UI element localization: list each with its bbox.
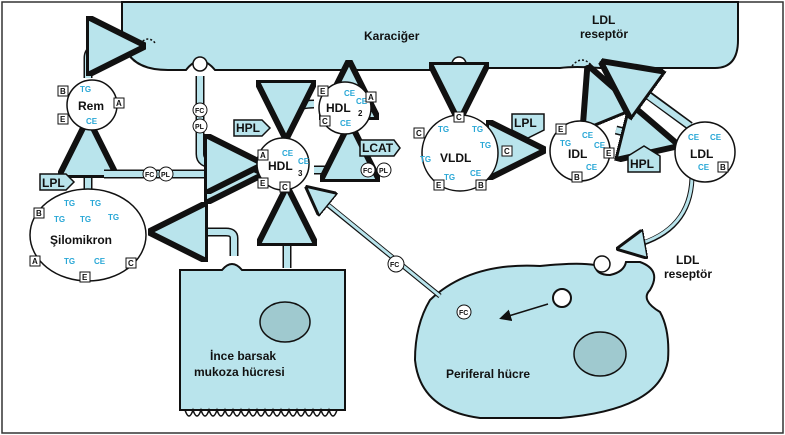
chylo-tg-5: TG: [108, 213, 119, 222]
idl-ce-1: CE: [582, 131, 594, 140]
idl-b: B: [574, 173, 580, 182]
hdl2-label: HDL: [326, 101, 351, 115]
vldl-tg-4: TG: [480, 141, 491, 150]
lpl-left-label: LPL: [42, 176, 65, 190]
chylo-tg-1: TG: [64, 199, 75, 208]
fc-lcat: FC: [363, 168, 372, 175]
lpl-right-label: LPL: [514, 116, 537, 130]
vldl-ce: CE: [470, 169, 482, 178]
hdl2-e: E: [320, 87, 326, 96]
vldl-c-right: C: [504, 147, 510, 156]
liver-vesicle-right: [452, 57, 466, 71]
peripheral-nucleus: [574, 332, 626, 376]
intestine-nucleus: [260, 302, 310, 342]
vldl-label: VLDL: [440, 151, 471, 165]
liver-label: Karaciğer: [364, 29, 420, 43]
chylo-c: C: [128, 259, 134, 268]
chylo-tg-4: TG: [80, 215, 91, 224]
hdl3-ce-2: CE: [298, 157, 310, 166]
chylo-tg-3: TG: [54, 215, 65, 224]
vldl-tg-3: TG: [420, 155, 431, 164]
fc-peripheral-label: FC: [459, 310, 468, 317]
ldl-receptor-right-label-1: LDL: [676, 253, 699, 267]
rem-b: B: [60, 87, 66, 96]
intestine-label-2: mukoza hücresi: [194, 365, 285, 379]
hdl3-ce-1: CE: [282, 149, 294, 158]
ldl-ce-2: CE: [710, 133, 722, 142]
fc-liver: FC: [195, 108, 204, 115]
rem-a: A: [116, 99, 122, 108]
idl-e-right: E: [606, 149, 612, 158]
hdl3-label: HDL: [268, 159, 293, 173]
chylomicron-particle: Şilomikron TG TG TG TG TG TG CE B A E C: [30, 189, 146, 282]
hdl2-a: A: [368, 93, 374, 102]
idl-label: IDL: [568, 147, 587, 161]
rem-e: E: [60, 115, 66, 124]
pl-lcat: PL: [379, 168, 389, 175]
vldl-b: B: [478, 181, 484, 190]
peripheral-label: Periferal hücre: [446, 367, 530, 381]
hdl2-ce-1: CE: [344, 89, 356, 98]
chylo-tg-6: TG: [64, 257, 75, 266]
ldl-receptor-top-label-2: reseptör: [580, 27, 628, 41]
ldl-receptor-right-label-2: reseptör: [664, 267, 712, 281]
chylomicron-label: Şilomikron: [50, 233, 112, 247]
chylo-a: A: [32, 257, 38, 266]
vldl-tg-2: TG: [472, 125, 483, 134]
liver-vesicle-left: [193, 57, 207, 71]
rem-ce: CE: [86, 117, 98, 126]
chylo-b: B: [36, 209, 42, 218]
hdl2-c: C: [322, 117, 328, 126]
fc-chylo: FC: [145, 172, 154, 179]
idl-e-left: E: [558, 125, 564, 134]
pl-chylo: PL: [161, 172, 171, 179]
hdl3-a: A: [260, 151, 266, 160]
ldl-particle: LDL CE CE CE B: [675, 122, 735, 182]
hdl3-sub: 3: [298, 169, 303, 178]
vldl-tg-1: TG: [438, 125, 449, 134]
idl-tg: TG: [560, 139, 571, 148]
hdl2-sub: 2: [358, 109, 363, 118]
vldl-c-left: C: [416, 129, 422, 138]
peripheral-receptor-vesicle: [594, 256, 610, 272]
rem-label: Rem: [78, 99, 104, 113]
ldl-b: B: [720, 163, 726, 172]
endosome: [553, 289, 571, 307]
hpl-left-label: HPL: [236, 121, 260, 135]
ldl-label: LDL: [690, 147, 713, 161]
intestine-cell: İnce barsak mukoza hücresi: [180, 264, 345, 416]
chylo-e: E: [82, 273, 88, 282]
ldl-ce-3: CE: [698, 163, 710, 172]
vldl-e: E: [436, 181, 442, 190]
rem-tg: TG: [80, 85, 91, 94]
vldl-c-top: C: [456, 113, 462, 122]
liver-cell: Karaciğer LDL reseptör: [122, 2, 738, 71]
fc-peripheral-path: FC: [390, 262, 399, 269]
idl-ce-3: CE: [586, 163, 598, 172]
hdl3-c: C: [282, 183, 288, 192]
ldl-ce-1: CE: [688, 133, 700, 142]
hdl3-e: E: [260, 179, 266, 188]
intestine-label-1: İnce barsak: [210, 348, 276, 363]
ldl-receptor-top-label-1: LDL: [592, 13, 615, 27]
vldl-tg-5: TG: [444, 173, 455, 182]
chylo-ce: CE: [94, 257, 106, 266]
pl-liver: PL: [195, 124, 205, 131]
hdl2-ce-3: CE: [340, 119, 352, 128]
chylo-tg-2: TG: [90, 199, 101, 208]
hpl-right-label: HPL: [630, 157, 654, 171]
lcat-label: LCAT: [362, 141, 394, 155]
